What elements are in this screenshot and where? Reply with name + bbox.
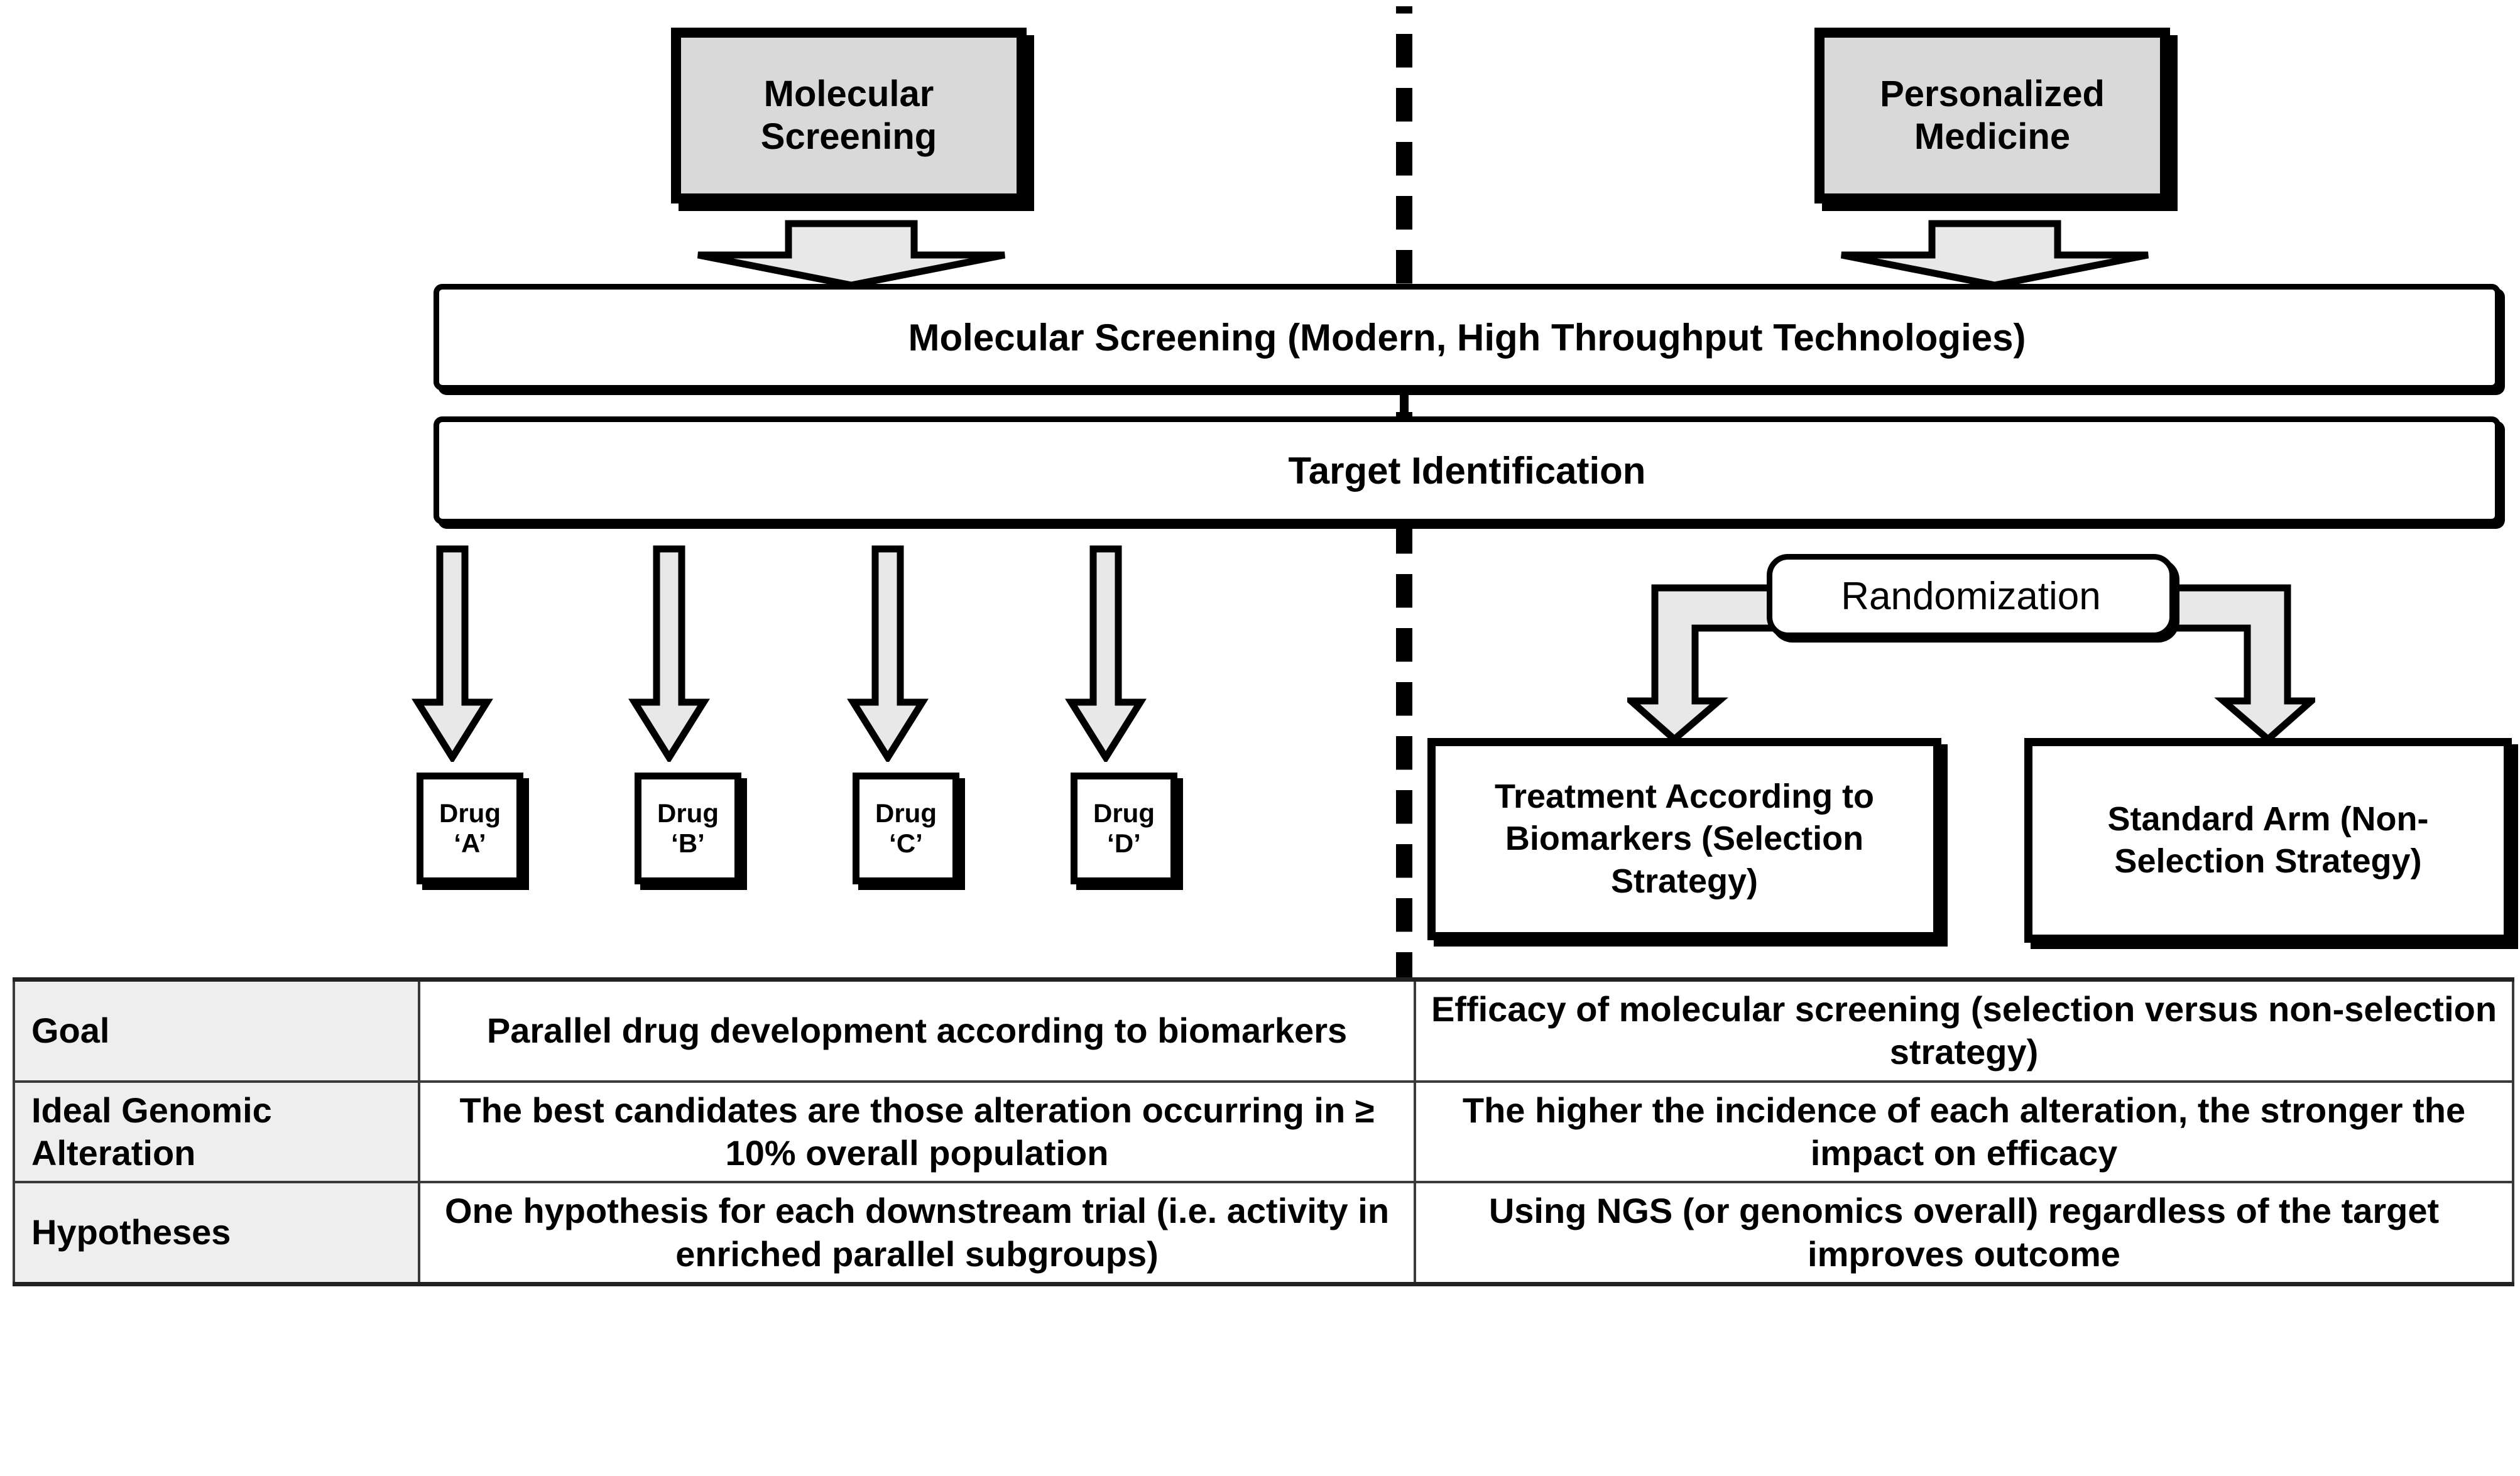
- arm-box-treatment-according-to-biomarkers[interactable]: Treatment According to Biomarkers (Selec…: [1427, 738, 1941, 940]
- banner-target-identification-label: Target Identification: [1288, 449, 1646, 492]
- down-arrow-drug-c-icon: [847, 545, 929, 762]
- down-arrow-drug-b-icon: [628, 545, 710, 762]
- elbow-arrow-right-icon: [2127, 584, 2315, 744]
- table-row-header: Hypotheses: [13, 1181, 420, 1286]
- header-box-molecular-screening[interactable]: Molecular Screening: [671, 28, 1027, 203]
- arm-box-treatment-label: Treatment According to Biomarkers (Selec…: [1494, 777, 1875, 900]
- table-row: Goal Parallel drug development according…: [13, 977, 2514, 1083]
- table-cell-right: The higher the incidence of each alterat…: [1414, 1080, 2514, 1184]
- drug-box-a-label: Drug ‘A’: [439, 798, 501, 858]
- banner-molecular-screening[interactable]: Molecular Screening (Modern, High Throug…: [434, 284, 2501, 391]
- table-cell-right: Using NGS (or genomics overall) regardle…: [1414, 1181, 2514, 1286]
- arm-box-standard-arm-label: Standard Arm (Non-Selection Strategy): [2107, 800, 2429, 881]
- down-arrow-drug-d-icon: [1065, 545, 1147, 762]
- table-row: Ideal Genomic Alteration The best candid…: [13, 1080, 2514, 1184]
- header-box-molecular-screening-label: Molecular Screening: [760, 73, 937, 157]
- comparison-table: Goal Parallel drug development according…: [13, 977, 2514, 1286]
- table-cell-left: The best candidates are those alteration…: [418, 1080, 1416, 1184]
- header-box-personalized-medicine[interactable]: Personalized Medicine: [1814, 28, 2170, 203]
- fat-arrow-right-icon: [1840, 220, 2149, 289]
- banner-molecular-screening-label: Molecular Screening (Modern, High Throug…: [908, 316, 2026, 359]
- elbow-arrow-left-icon: [1627, 584, 1816, 744]
- table-row-header: Goal: [13, 977, 420, 1083]
- table-cell-left: One hypothesis for each downstream trial…: [418, 1181, 1416, 1286]
- drug-box-b-label: Drug ‘B’: [657, 798, 719, 858]
- randomization-box-label: Randomization: [1841, 574, 2101, 618]
- drug-box-c-label: Drug ‘C’: [875, 798, 937, 858]
- banner-target-identification[interactable]: Target Identification: [434, 416, 2501, 524]
- drug-box-d[interactable]: Drug ‘D’: [1071, 773, 1177, 884]
- table-cell-right: Efficacy of molecular screening (selecti…: [1414, 977, 2514, 1083]
- randomization-box[interactable]: Randomization: [1767, 554, 2175, 638]
- table-cell-left: Parallel drug development according to b…: [418, 977, 1416, 1083]
- table-row-header: Ideal Genomic Alteration: [13, 1080, 420, 1184]
- drug-box-d-label: Drug ‘D’: [1093, 798, 1155, 858]
- fat-arrow-left-icon: [697, 220, 1006, 289]
- table-row: Hypotheses One hypothesis for each downs…: [13, 1181, 2514, 1286]
- drug-box-c[interactable]: Drug ‘C’: [853, 773, 959, 884]
- drug-box-b[interactable]: Drug ‘B’: [635, 773, 741, 884]
- connector-banner-to-target: [1400, 389, 1409, 418]
- down-arrow-drug-a-icon: [412, 545, 493, 762]
- arm-box-standard-arm[interactable]: Standard Arm (Non-Selection Strategy): [2024, 738, 2512, 943]
- header-box-personalized-medicine-label: Personalized Medicine: [1880, 73, 2105, 157]
- drug-box-a[interactable]: Drug ‘A’: [417, 773, 523, 884]
